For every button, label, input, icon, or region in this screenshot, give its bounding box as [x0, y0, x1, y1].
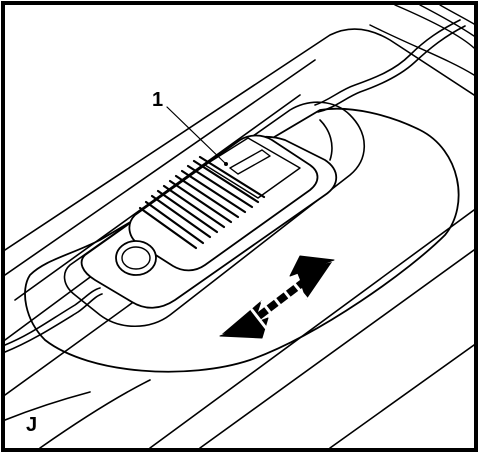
slide-switch[interactable]	[128, 134, 319, 272]
double-arrow	[219, 255, 335, 339]
round-button[interactable]	[115, 240, 157, 276]
callout-pointer-dot	[224, 162, 228, 166]
housing-body	[5, 28, 474, 448]
figure-letter-label: J	[26, 414, 37, 436]
callout-number-label: 1	[152, 89, 163, 111]
cable-wire	[5, 19, 466, 353]
inner-recess	[63, 101, 365, 327]
control-recess-outline	[24, 107, 460, 373]
callout-leader-line	[166, 106, 227, 165]
switch-window	[229, 149, 271, 175]
switch-top-face	[204, 137, 301, 199]
switch-grip-ridges	[138, 155, 266, 250]
housing-corner-top-right	[369, 5, 474, 76]
